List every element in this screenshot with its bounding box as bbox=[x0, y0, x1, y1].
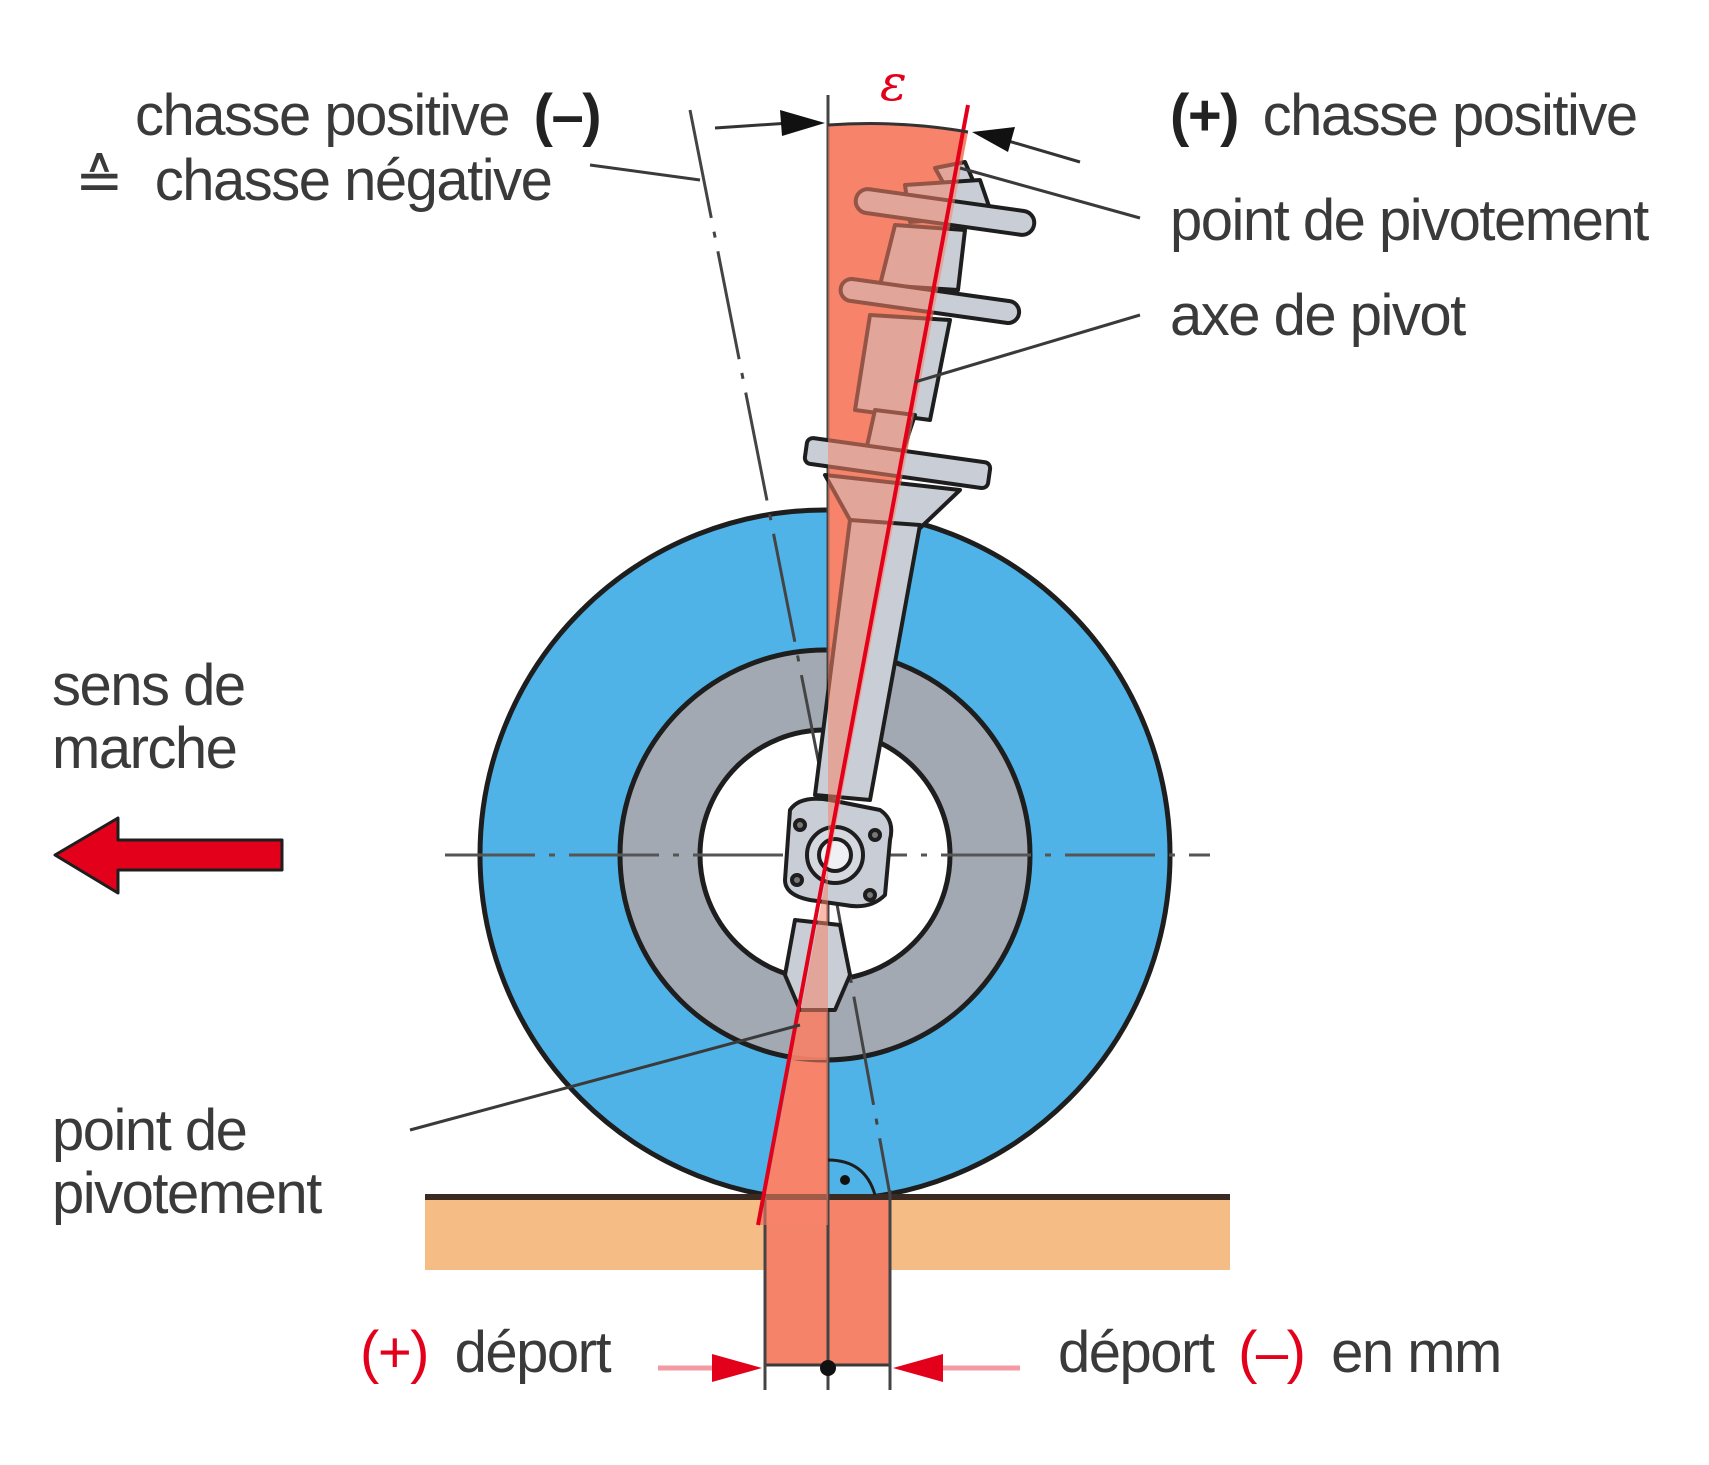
caster-minus-sign: (–) bbox=[534, 83, 600, 148]
pivot-axis-line bbox=[756, 104, 970, 1226]
right-angle-dot bbox=[840, 1175, 850, 1185]
caster-positive-minus-text: chasse positive bbox=[135, 83, 509, 148]
caster-angle-symbol: ε bbox=[880, 54, 907, 112]
caster-plus-sign: (+) bbox=[1170, 83, 1238, 148]
label-pivot-point-bottom-line1: point de bbox=[52, 1098, 246, 1163]
offset-left-text: déport bbox=[455, 1320, 612, 1385]
caster-arrow-right-head bbox=[972, 127, 1015, 152]
label-caster-positive-plus: (+) chasse positive bbox=[1170, 83, 1637, 148]
caster-negative-text: chasse négative bbox=[155, 148, 552, 213]
knuckle-bolt-2 bbox=[868, 828, 882, 842]
negative-caster-line-lower bbox=[826, 854, 892, 1196]
offset-reference-dot bbox=[820, 1360, 836, 1376]
offset-minus-sign: (–) bbox=[1238, 1320, 1304, 1385]
caster-dimension-arrows bbox=[714, 110, 1081, 164]
negative-caster-line bbox=[688, 109, 830, 811]
leader-lines bbox=[409, 163, 1141, 1132]
label-direction-line2: marche bbox=[52, 716, 236, 781]
caster-positive-plus-text: chasse positive bbox=[1263, 83, 1637, 148]
right-angle-arc bbox=[827, 1158, 877, 1196]
label-pivot-point-bottom-line2: pivotement bbox=[52, 1161, 322, 1226]
label-caster-negative: ≙ chasse négative bbox=[75, 148, 551, 213]
label-offset-left: (+) déport bbox=[360, 1320, 611, 1385]
offset-arrow-left-head bbox=[712, 1354, 762, 1382]
leader-pivot-point-bottom bbox=[409, 1023, 801, 1132]
caster-arrow-left-head bbox=[780, 110, 825, 136]
label-direction-line1: sens de bbox=[52, 653, 245, 718]
offset-right-text: déport bbox=[1058, 1320, 1215, 1385]
offset-plus-sign: (+) bbox=[360, 1320, 428, 1385]
leader-pivot-axis bbox=[914, 313, 1141, 384]
label-caster-positive-minus: chasse positive (–) bbox=[135, 83, 600, 148]
offset-dimension-arrows bbox=[658, 1354, 1020, 1382]
equivalent-symbol: ≙ bbox=[75, 148, 122, 213]
label-pivot-point-top: point de pivotement bbox=[1170, 188, 1649, 253]
label-offset-right: déport (–) en mm bbox=[1058, 1320, 1501, 1385]
caster-arrow-left-shaft bbox=[714, 121, 791, 130]
leader-negative-caster bbox=[589, 163, 701, 182]
direction-arrow-icon bbox=[53, 816, 284, 895]
caster-angle-arc bbox=[827, 122, 969, 134]
leader-pivot-point-top bbox=[959, 166, 1141, 220]
knuckle-bolt-3 bbox=[790, 873, 804, 887]
caster-arrow-right-shaft bbox=[1004, 138, 1081, 164]
offset-arrow-right-head bbox=[893, 1354, 943, 1382]
knuckle-bolt-1 bbox=[793, 818, 807, 832]
label-pivot-axis: axe de pivot bbox=[1170, 283, 1466, 348]
caster-wedge-overlay bbox=[760, 123, 968, 1225]
knuckle-bolt-4 bbox=[863, 888, 877, 902]
offset-unit-text: en mm bbox=[1331, 1320, 1501, 1385]
